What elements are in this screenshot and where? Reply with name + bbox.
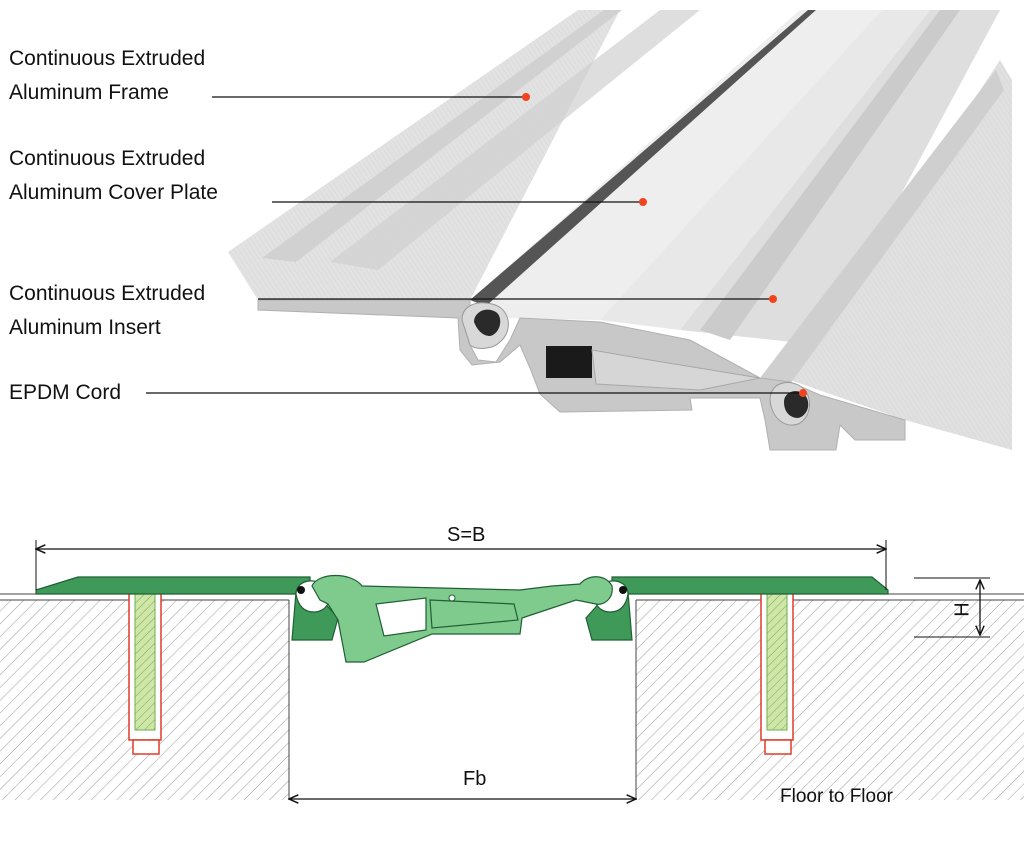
dimension-lines	[36, 540, 990, 799]
callout-frame-line1: Continuous Extruded	[9, 47, 206, 70]
cord-left	[474, 309, 501, 336]
callout-insert-line1: Continuous Extruded	[9, 282, 206, 305]
frame-right-profile	[585, 576, 889, 641]
anchor-left	[128, 591, 162, 755]
callout-cover-plate-line1: Continuous Extruded	[9, 147, 206, 170]
callout-dot-cord	[799, 389, 807, 397]
dim-h-label: H	[951, 602, 974, 617]
cord-left-section	[297, 586, 305, 594]
cover-plate-surface	[470, 10, 882, 320]
callout-dot-cover-plate	[639, 198, 647, 206]
callout-insert: Continuous Extruded Aluminum Insert	[9, 277, 205, 345]
callout-cord: EPDM Cord	[9, 381, 122, 404]
dim-fb-label: Fb	[463, 768, 487, 790]
callout-cover-plate-line2: Aluminum Cover Plate	[9, 181, 218, 204]
callout-dot-insert	[769, 295, 777, 303]
section-drawing	[0, 575, 1024, 800]
callout-frame: Continuous Extruded Aluminum Frame	[9, 42, 205, 110]
insert-pocket	[546, 346, 592, 378]
frame-left-profile	[35, 576, 339, 641]
dim-s-b-label: S=B	[447, 524, 486, 546]
callout-frame-line2: Aluminum Frame	[9, 81, 169, 104]
callout-cover-plate: Continuous Extruded Aluminum Cover Plate	[9, 142, 218, 210]
cord-right	[784, 391, 809, 418]
floor-to-floor-note: Floor to Floor	[780, 786, 893, 807]
callout-leaders	[146, 93, 807, 397]
anchor-right	[760, 591, 794, 755]
cord-right-section	[619, 586, 627, 594]
callout-insert-line2: Aluminum Insert	[9, 316, 161, 339]
callout-dot-frame	[522, 93, 530, 101]
product-render	[228, 10, 1012, 451]
insert-profile	[375, 597, 427, 637]
gap-line	[470, 10, 816, 306]
concrete-right	[636, 600, 1024, 800]
